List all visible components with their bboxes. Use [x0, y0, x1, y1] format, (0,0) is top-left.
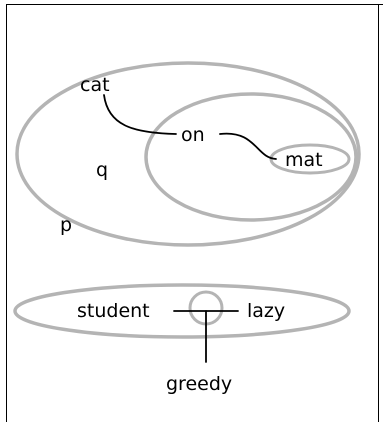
edge-cat-on [103, 94, 177, 135]
node-greedy: greedy [166, 373, 232, 395]
edge-on-mat [219, 132, 277, 160]
node-cat: cat [80, 74, 110, 96]
region-bottom [13, 283, 351, 339]
region-p [15, 61, 361, 247]
node-lazy: lazy [247, 300, 285, 322]
node-on: on [181, 124, 205, 146]
node-student: student [77, 300, 150, 322]
region-p-label: p [60, 214, 72, 236]
region-q [144, 92, 358, 222]
region-q-label: q [96, 159, 108, 181]
node-mat: mat [285, 149, 323, 171]
